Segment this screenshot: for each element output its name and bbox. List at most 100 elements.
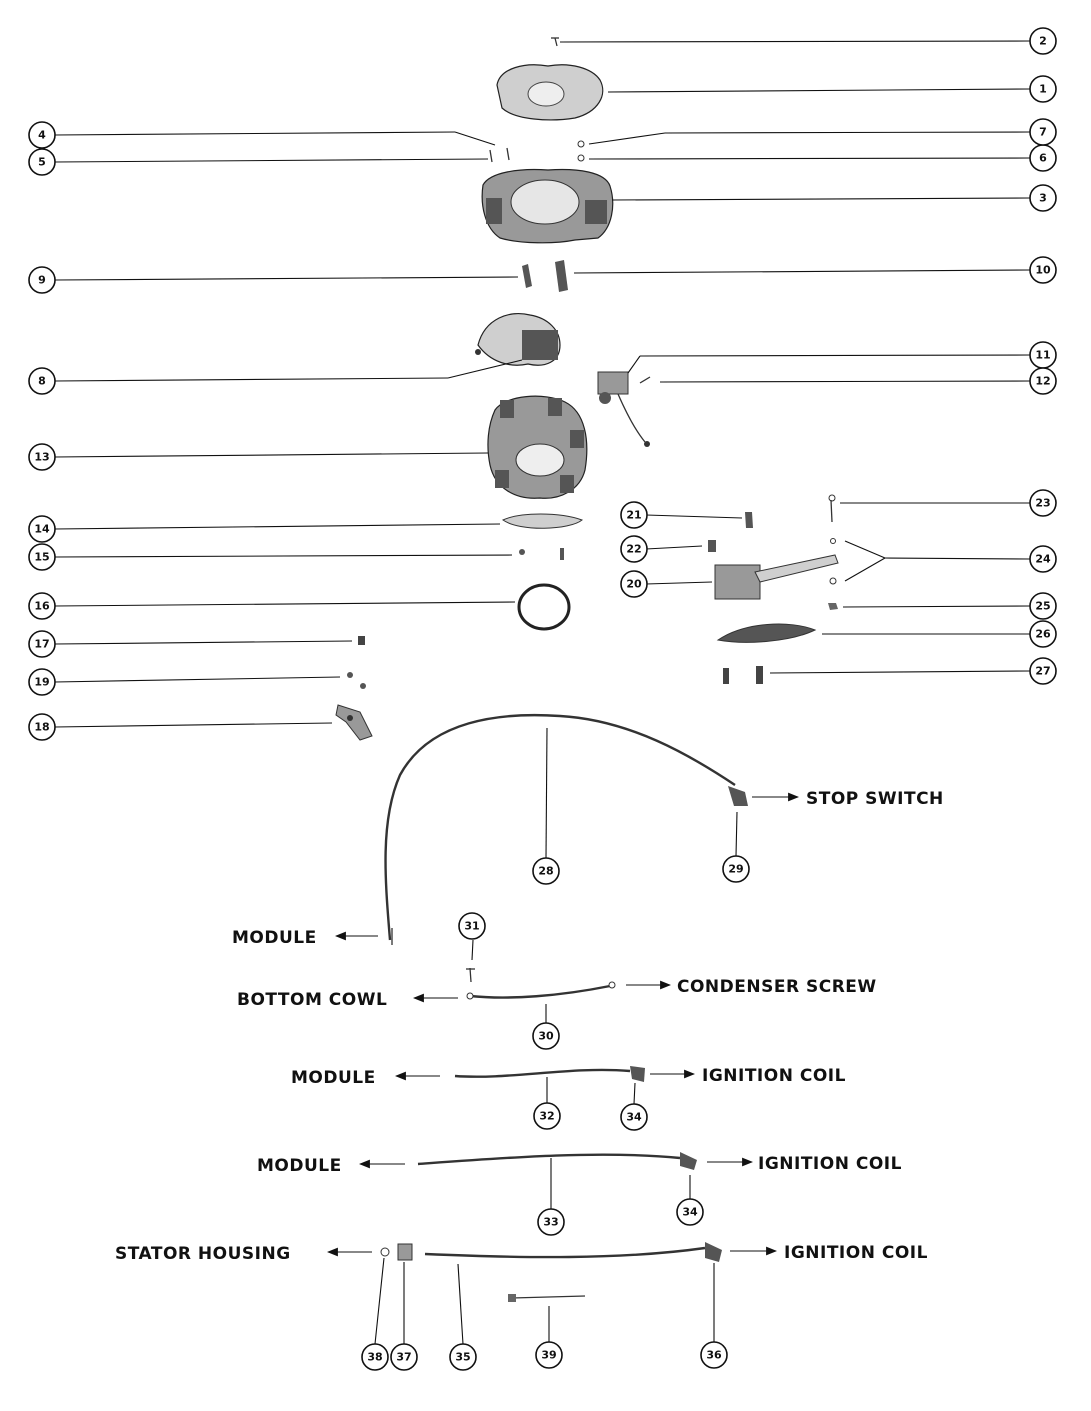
callout-17: 17 xyxy=(28,630,56,658)
callout-21: 21 xyxy=(620,501,648,529)
svg-text:32: 32 xyxy=(539,1110,554,1123)
label-ignition-coil-1: IGNITION COIL xyxy=(702,1066,846,1086)
callout-38: 38 xyxy=(361,1343,389,1371)
callout-4: 4 xyxy=(28,121,56,149)
part-4-5-screws xyxy=(489,147,510,163)
part-13-stator xyxy=(487,395,588,499)
direction-arrows xyxy=(326,792,800,1257)
part-8-coil xyxy=(475,313,561,366)
svg-text:13: 13 xyxy=(34,451,49,464)
callout-30: 30 xyxy=(532,1022,560,1050)
svg-text:23: 23 xyxy=(1035,497,1050,510)
callout-16: 16 xyxy=(28,592,56,620)
label-bottom-cowl: BOTTOM COWL xyxy=(237,990,387,1010)
callout-2: 2 xyxy=(1029,27,1057,55)
callout-20: 20 xyxy=(620,570,648,598)
callout-7: 7 xyxy=(1029,118,1057,146)
callout-25: 25 xyxy=(1029,592,1057,620)
part-3-housing xyxy=(481,168,614,244)
callout-34-a: 34 xyxy=(620,1103,648,1131)
part-27-screws xyxy=(723,666,763,684)
callout-8: 8 xyxy=(28,367,56,395)
callout-11: 11 xyxy=(1029,341,1057,369)
svg-text:19: 19 xyxy=(34,676,49,689)
svg-text:2: 2 xyxy=(1039,35,1047,48)
svg-text:21: 21 xyxy=(626,509,641,522)
svg-text:34: 34 xyxy=(626,1111,642,1124)
callout-34-b: 34 xyxy=(676,1198,704,1226)
callout-32: 32 xyxy=(533,1102,561,1130)
callout-35: 35 xyxy=(449,1343,477,1371)
svg-text:4: 4 xyxy=(38,129,46,142)
svg-text:26: 26 xyxy=(1035,628,1051,641)
callout-31: 31 xyxy=(458,912,486,940)
part-18-bracket xyxy=(335,704,373,741)
leader-lines xyxy=(54,40,1031,1345)
callout-18: 18 xyxy=(28,713,56,741)
svg-text:8: 8 xyxy=(38,375,46,388)
svg-text:12: 12 xyxy=(1035,375,1050,388)
part-35-wire xyxy=(424,1242,722,1262)
callout-29: 29 xyxy=(722,855,750,883)
svg-text:35: 35 xyxy=(455,1351,470,1364)
svg-text:39: 39 xyxy=(541,1349,556,1362)
callout-5: 5 xyxy=(28,148,56,176)
callout-13: 13 xyxy=(28,443,56,471)
svg-text:30: 30 xyxy=(538,1030,554,1043)
part-26-shim xyxy=(716,623,817,643)
callout-19: 19 xyxy=(28,668,56,696)
callout-6: 6 xyxy=(1029,144,1057,172)
part-14-plate xyxy=(502,513,583,529)
svg-text:33: 33 xyxy=(543,1216,558,1229)
part-11-12-switch xyxy=(597,371,651,447)
label-module-3: MODULE xyxy=(257,1156,342,1176)
part-39-tie xyxy=(508,1294,586,1302)
svg-text:15: 15 xyxy=(34,551,49,564)
label-condenser-screw: CONDENSER SCREW xyxy=(677,977,877,997)
svg-text:22: 22 xyxy=(626,543,641,556)
svg-text:24: 24 xyxy=(1035,553,1051,566)
part-1-cover xyxy=(496,64,604,121)
part-17-nut xyxy=(358,636,365,645)
label-stop-switch: STOP SWITCH xyxy=(806,789,944,809)
label-stator-housing: STATOR HOUSING xyxy=(115,1244,291,1264)
part-2-screw xyxy=(551,37,559,47)
part-30-ground-wire xyxy=(466,981,616,1000)
svg-text:18: 18 xyxy=(34,721,49,734)
svg-text:16: 16 xyxy=(34,600,50,613)
part-29-connector xyxy=(728,786,748,806)
callout-15: 15 xyxy=(28,543,56,571)
part-31-screw xyxy=(466,967,475,983)
callout-14: 14 xyxy=(28,515,56,543)
svg-text:17: 17 xyxy=(34,638,49,651)
svg-text:38: 38 xyxy=(367,1351,382,1364)
label-ignition-coil-2: IGNITION COIL xyxy=(758,1154,902,1174)
svg-text:7: 7 xyxy=(1039,126,1047,139)
part-32-wire xyxy=(454,1066,645,1082)
callout-37: 37 xyxy=(390,1343,418,1371)
part-28-stop-switch-cable xyxy=(384,713,736,945)
callout-33: 33 xyxy=(537,1208,565,1236)
callout-23: 23 xyxy=(1029,489,1057,517)
part-6-7-washers xyxy=(577,140,585,162)
callout-24: 24 xyxy=(1029,545,1057,573)
svg-text:34: 34 xyxy=(682,1206,698,1219)
svg-text:31: 31 xyxy=(464,920,479,933)
svg-text:20: 20 xyxy=(626,578,642,591)
label-ignition-coil-3: IGNITION COIL xyxy=(784,1243,928,1263)
callout-27: 27 xyxy=(1029,657,1057,685)
part-19-screws xyxy=(347,672,366,689)
svg-text:10: 10 xyxy=(1035,264,1051,277)
callout-9: 9 xyxy=(28,266,56,294)
callout-22: 22 xyxy=(620,535,648,563)
callout-3: 3 xyxy=(1029,184,1057,212)
svg-text:36: 36 xyxy=(706,1349,722,1362)
svg-text:9: 9 xyxy=(38,274,46,287)
callout-39: 39 xyxy=(535,1341,563,1369)
part-15-clips xyxy=(519,548,564,560)
callout-28: 28 xyxy=(532,857,560,885)
callout-26: 26 xyxy=(1029,620,1057,648)
svg-text:29: 29 xyxy=(728,863,743,876)
part-20-24-throttle xyxy=(708,494,839,610)
